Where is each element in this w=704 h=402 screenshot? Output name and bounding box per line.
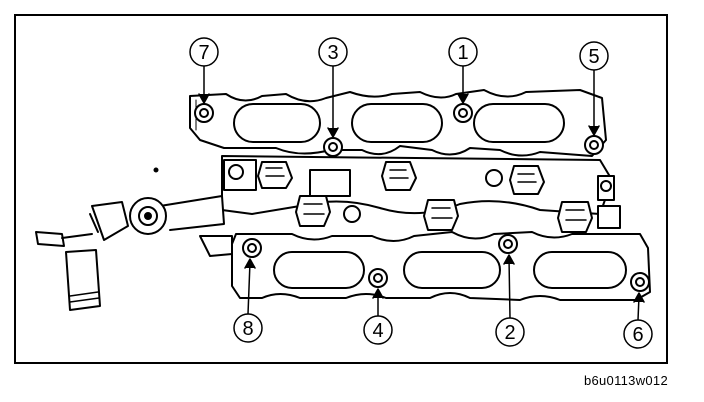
- svg-text:5: 5: [588, 46, 599, 68]
- svg-text:7: 7: [198, 42, 209, 64]
- bolt-5: [584, 135, 604, 155]
- callout-3: 3: [318, 37, 348, 67]
- runner-bolt-left: [228, 164, 244, 180]
- callout-4: 4: [363, 315, 393, 345]
- runner-bolt-right: [485, 169, 503, 187]
- svg-text:1: 1: [457, 42, 468, 64]
- left-assembly: [35, 167, 233, 311]
- bolt-6: [630, 272, 650, 292]
- injector-lower-1: [295, 195, 331, 227]
- injector-lower-2: [423, 199, 459, 231]
- sensor-connector: [35, 231, 65, 247]
- bolt-8: [242, 238, 262, 258]
- lower-manifold-flange: [231, 231, 651, 301]
- sensor-body: [65, 249, 101, 311]
- callout-5: 5: [579, 41, 609, 71]
- bolt-2: [498, 234, 518, 254]
- lower-port-1: [273, 251, 365, 289]
- callout-1: 1: [448, 37, 478, 67]
- figure-code: b6u0113w012: [583, 373, 668, 388]
- callout-8: 8: [233, 313, 263, 343]
- bolt-4: [368, 268, 388, 288]
- injector-upper-3: [509, 165, 545, 195]
- svg-text:2: 2: [504, 322, 515, 344]
- leader-lines: [198, 65, 645, 321]
- injector-upper-1: [257, 161, 293, 189]
- bolt-3: [323, 137, 343, 157]
- callout-2: 2: [495, 317, 525, 347]
- upper-manifold-flange: [189, 89, 607, 157]
- callout-6: 6: [623, 319, 653, 349]
- bolt-7: [194, 103, 214, 123]
- injector-lower-3: [557, 201, 593, 233]
- upper-port-3: [473, 103, 565, 143]
- bolt-1: [453, 103, 473, 123]
- svg-text:6: 6: [632, 324, 643, 346]
- lower-port-2: [403, 251, 501, 289]
- svg-text:8: 8: [242, 318, 253, 340]
- svg-text:4: 4: [372, 320, 383, 342]
- upper-bolts: [194, 103, 604, 157]
- runner-bolt-center: [343, 205, 361, 223]
- callouts: 7 3 1 5 8 4 2 6: [189, 37, 653, 349]
- runner-body: [221, 155, 621, 233]
- upper-port-2: [351, 103, 443, 143]
- lower-port-3: [533, 251, 627, 289]
- injector-upper-2: [381, 161, 417, 191]
- upper-port-1: [233, 103, 321, 143]
- svg-text:3: 3: [327, 42, 338, 64]
- lower-bolts: [242, 234, 650, 292]
- callout-7: 7: [189, 37, 219, 67]
